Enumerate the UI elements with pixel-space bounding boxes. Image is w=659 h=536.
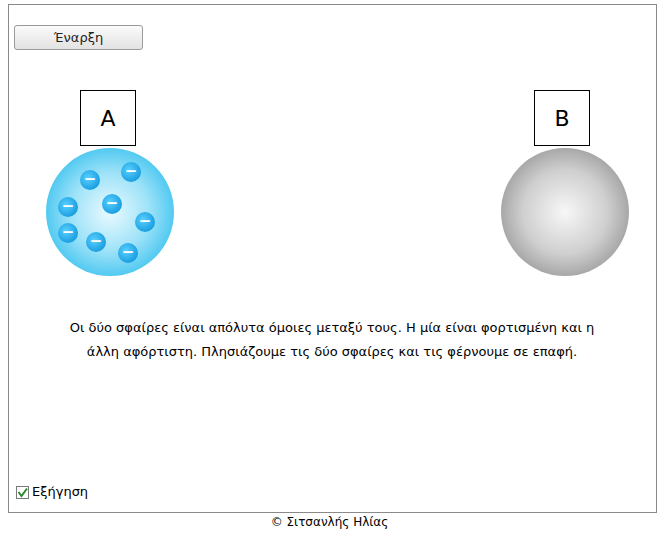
- neutral-sphere: [501, 148, 629, 276]
- charge-sign: −: [122, 245, 135, 260]
- charge-sign: −: [62, 225, 75, 240]
- charged-sphere: [46, 148, 174, 276]
- charge-sign: −: [90, 234, 103, 249]
- frame-border: [9, 5, 657, 513]
- electron-dot: [118, 243, 138, 263]
- sphere-label-box: B: [534, 90, 590, 146]
- start-button: Έναρξη: [14, 25, 143, 50]
- box-text: B: [554, 106, 569, 131]
- electron-dot: [58, 223, 78, 243]
- electron-dot: [102, 194, 122, 214]
- electron-dot: [58, 197, 78, 217]
- copyright-note: © Σιτσανλής Ηλίας: [0, 515, 659, 529]
- charge-sign: −: [125, 164, 138, 179]
- charge-sign: −: [62, 199, 75, 214]
- description-text: Οι δύο σφαίρες είναι απόλυτα όμοιες μετα…: [52, 316, 612, 364]
- checkbox-tick: [19, 489, 28, 497]
- charge-sign: −: [106, 196, 119, 211]
- electron-dot: [86, 232, 106, 252]
- box-text: A: [100, 106, 115, 131]
- electron-dot: [135, 212, 155, 232]
- sphere-label-box: A: [80, 90, 136, 146]
- charge-markers: [58, 162, 155, 263]
- checkbox-label: Εξήγηση: [32, 484, 88, 499]
- charge-sign: −: [139, 214, 152, 229]
- electron-dot: [121, 162, 141, 182]
- electron-dot: [80, 170, 100, 190]
- box-text: Έναρξη: [54, 30, 103, 45]
- checkbox: [17, 487, 29, 499]
- charge-sign: −: [84, 172, 97, 187]
